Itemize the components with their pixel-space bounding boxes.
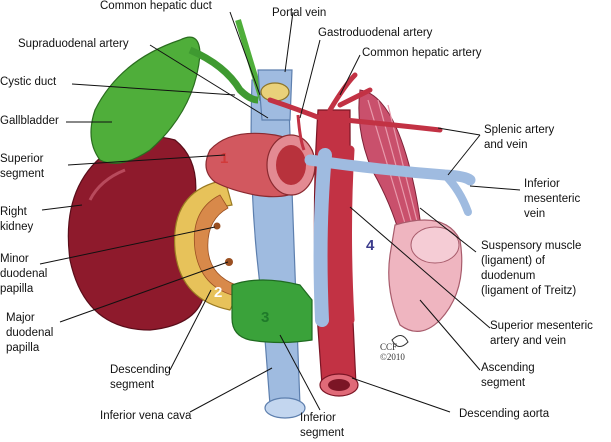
duodenum-superior-segment (205, 132, 316, 198)
label-splenic-artery-1: Splenic artery (484, 124, 555, 136)
splenic-and-mesenteric-veins (304, 154, 476, 216)
label-ascending-1: Ascending (481, 362, 535, 374)
label-major-papilla-1: Major (6, 312, 35, 324)
label-common-hepatic-duct: Common hepatic duct (100, 0, 212, 12)
label-descending-1: Descending (110, 364, 171, 376)
label-superior-segment-1: Superior (0, 153, 44, 165)
major-papilla-mark (225, 258, 233, 266)
label-sma-2: artery and vein (490, 335, 567, 347)
segment-number-3: 3 (261, 309, 269, 326)
minor-papilla-mark (213, 222, 221, 230)
portal-vein (257, 69, 293, 121)
label-suspensory-2: (ligament) of (481, 255, 545, 267)
label-superior-segment-2: segment (0, 168, 45, 180)
segment-number-2: 2 (214, 284, 222, 301)
label-suspensory-3: duodenum (481, 270, 536, 282)
label-minor-papilla-1: Minor (0, 253, 29, 265)
label-imv-2: mesenteric (524, 193, 581, 205)
label-portal-vein: Portal vein (272, 7, 327, 19)
signature-text-1: CCF (380, 342, 398, 352)
right-kidney (67, 136, 206, 331)
label-gastroduodenal-artery: Gastroduodenal artery (318, 27, 433, 39)
label-splenic-artery-2: and vein (484, 139, 528, 151)
label-ascending-2: segment (481, 377, 526, 389)
label-minor-papilla-2: duodenal (0, 268, 48, 280)
label-right-kidney-2: kidney (0, 221, 34, 233)
label-common-hepatic-artery: Common hepatic artery (362, 47, 482, 59)
label-inferior-1: Inferior (300, 412, 336, 424)
gallbladder (90, 36, 259, 164)
leader-lines (39, 11, 521, 413)
label-inferior-2: segment (300, 427, 345, 439)
label-cystic-duct: Cystic duct (0, 76, 57, 88)
label-minor-papilla-3: papilla (0, 283, 34, 295)
segment-number-4: 4 (366, 237, 375, 254)
label-ivc: Inferior vena cava (100, 410, 192, 422)
label-descending-aorta: Descending aorta (459, 408, 550, 420)
label-descending-2: segment (110, 379, 155, 391)
label-major-papilla-3: papilla (6, 342, 40, 354)
label-sma-1: Superior mesenteric (490, 320, 593, 332)
label-supraduodenal-artery: Supraduodenal artery (18, 38, 129, 50)
label-suspensory-1: Suspensory muscle (481, 240, 582, 252)
label-imv-3: vein (524, 208, 546, 220)
label-gallbladder: Gallbladder (0, 115, 59, 127)
duodenum-inferior-segment (231, 279, 313, 344)
label-imv-1: Inferior (524, 178, 560, 190)
hepatic-arteries (267, 72, 443, 151)
artist-signature-mark (391, 335, 409, 347)
signature-text-2: ©2010 (380, 352, 405, 362)
label-major-papilla-2: duodenal (6, 327, 54, 339)
label-suspensory-4: (ligament of Treitz) (481, 285, 577, 297)
duodenum-ascending-segment (388, 219, 463, 332)
segment-number-1: 1 (220, 150, 228, 167)
label-right-kidney-1: Right (0, 206, 27, 218)
